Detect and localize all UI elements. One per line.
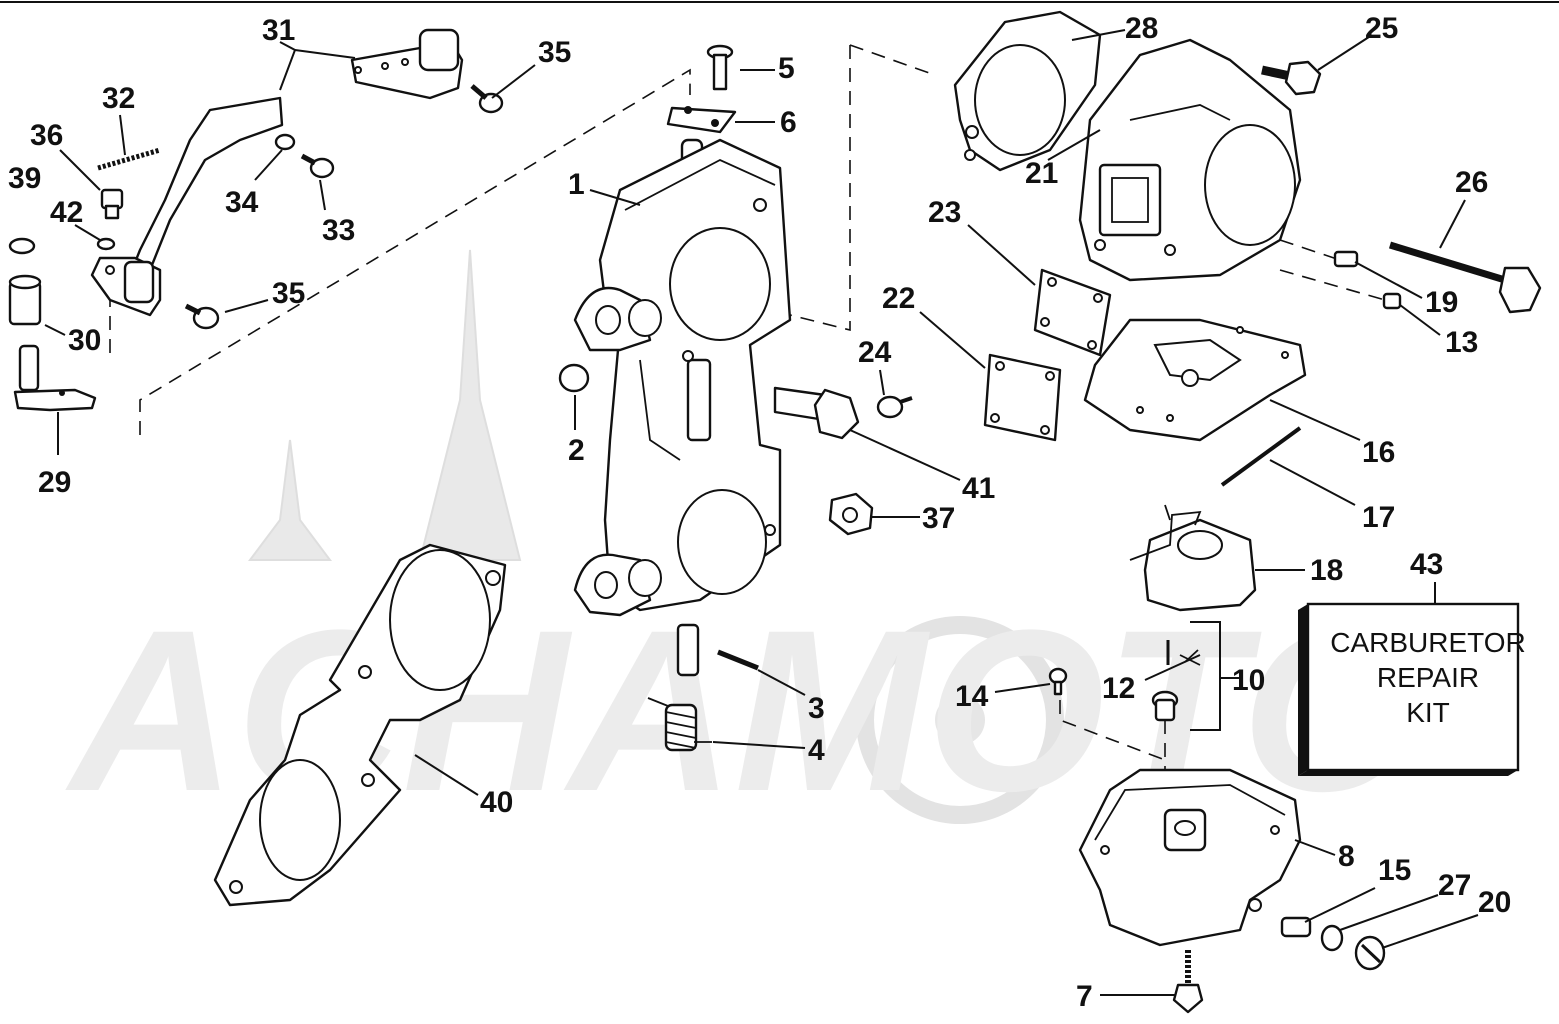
callout-32: 32: [102, 82, 135, 115]
callout-42: 42: [50, 196, 83, 229]
part-34-washer: [274, 133, 296, 151]
part-19-jet: [1333, 250, 1359, 268]
part-15-screw: [1280, 916, 1312, 938]
part-31-arm: [90, 96, 284, 317]
guide-19: [1279, 239, 1341, 261]
part-10-seat: [1151, 690, 1179, 722]
callout-36: 36: [30, 119, 63, 152]
part-20-plug: [1354, 935, 1386, 971]
callout-29: 29: [38, 466, 71, 499]
part-13-plug: [1382, 292, 1402, 310]
part-4-spring: [647, 697, 712, 752]
watermark-hub: [935, 695, 985, 745]
part-16-gasket: [1083, 318, 1307, 442]
callout-12: 12: [1102, 672, 1135, 705]
callout-10: 10: [1232, 664, 1265, 697]
part-7-screw: [1172, 950, 1204, 1014]
callout-40: 40: [480, 786, 513, 819]
part-31-link: [350, 28, 464, 100]
guide-linkage: [139, 68, 691, 435]
callout-41: 41: [962, 472, 995, 505]
part-2-plug: [558, 363, 590, 393]
callout-8: 8: [1338, 840, 1355, 873]
guide-screw-14: [1059, 700, 1166, 761]
guide-gasket-28: [849, 44, 936, 76]
guide-body-right: [789, 45, 851, 332]
part-35b-screw: [184, 303, 220, 330]
part-23-plate: [1033, 268, 1112, 357]
kit-label-line-2: REPAIR: [1377, 662, 1479, 693]
callout-25: 25: [1365, 12, 1398, 45]
callout-19: 19: [1425, 286, 1458, 319]
watermark-spire: [418, 249, 522, 561]
callout-31: 31: [262, 14, 295, 47]
callout-22: 22: [882, 282, 915, 315]
callout-6: 6: [780, 106, 797, 139]
part-27-washer: [1320, 924, 1344, 952]
part-42-washer: [96, 237, 116, 251]
part-14-screw: [1048, 667, 1068, 696]
callout-35-left: 35: [272, 277, 305, 310]
part-29-cam: [13, 344, 97, 412]
callout-35-top: 35: [538, 36, 571, 69]
part-30-bushing: [8, 274, 42, 326]
callout-16: 16: [1362, 436, 1395, 469]
callout-21: 21: [1025, 157, 1058, 190]
callout-28: 28: [1125, 12, 1158, 45]
watermark-wheel: [856, 616, 1064, 824]
part-3-pin: [717, 649, 759, 671]
kit-label-line-1: CARBURETOR: [1330, 627, 1526, 658]
part-21-throat: [1078, 38, 1302, 282]
part-18-float: [1129, 504, 1257, 612]
callout-23: 23: [928, 196, 961, 229]
part-41-fitting: [773, 386, 860, 440]
part-32-screw: [97, 147, 161, 171]
callout-13: 13: [1445, 326, 1478, 359]
callout-4: 4: [808, 734, 825, 767]
part-1-body: [573, 138, 792, 677]
callout-1: 1: [568, 168, 585, 201]
callout-39: 39: [8, 162, 41, 195]
part-17-pin: [1220, 426, 1302, 487]
callout-26: 26: [1455, 166, 1488, 199]
callout-18: 18: [1310, 554, 1343, 587]
part-40-gasket: [213, 543, 507, 907]
callout-30: 30: [68, 324, 101, 357]
callout-27: 27: [1438, 869, 1471, 902]
callout-7: 7: [1076, 980, 1093, 1013]
callout-numbers: 31 35 32 36 39 42 34 33 35 30 29 5 6 1 2…: [8, 12, 1511, 1013]
part-26-screw: [1388, 241, 1542, 314]
callout-17: 17: [1362, 501, 1395, 534]
part-39-washer: [8, 237, 36, 255]
callout-15: 15: [1378, 854, 1411, 887]
callout-24: 24: [858, 336, 892, 369]
kit-label-line-3: KIT: [1406, 697, 1450, 728]
part-22-plate: [983, 353, 1062, 442]
part-6-plate: [666, 106, 737, 134]
part-25-bolt: [1261, 60, 1322, 96]
part-8-bowl: [1078, 768, 1302, 947]
part-24-screw: [876, 395, 913, 419]
callout-20: 20: [1478, 886, 1511, 919]
guide-13: [1279, 269, 1386, 301]
callout-33: 33: [322, 214, 355, 247]
callout-34: 34: [225, 186, 259, 219]
part-28-gasket: [953, 10, 1102, 172]
callout-5: 5: [778, 52, 795, 85]
part-35a-screw: [470, 84, 504, 114]
callout-3: 3: [808, 692, 825, 725]
watermark-tower: [248, 439, 332, 561]
carburetor-repair-kit-box: CARBURETOR REPAIR KIT: [1298, 602, 1526, 776]
callout-14: 14: [955, 680, 989, 713]
part-5-screw: [706, 44, 734, 91]
leader-lines: [44, 29, 1479, 996]
callout-2: 2: [568, 434, 585, 467]
callout-37: 37: [922, 502, 955, 535]
part-36-nut: [100, 188, 124, 220]
part-33-screw: [300, 153, 335, 179]
callout-43: 43: [1410, 548, 1443, 581]
